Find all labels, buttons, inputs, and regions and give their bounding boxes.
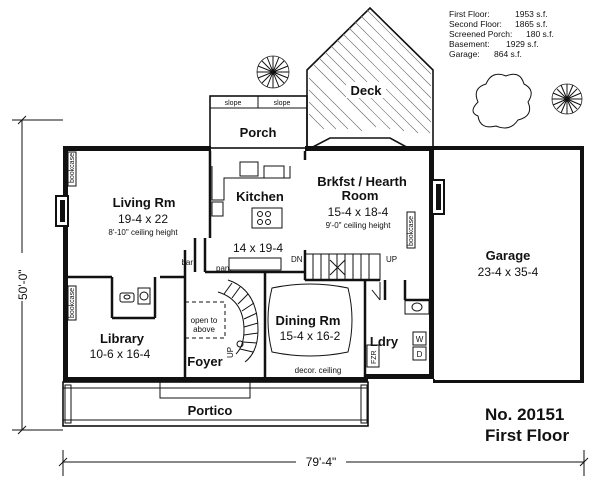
kitchen-size: 14 x 19-4 xyxy=(233,241,283,255)
foyer: Foyer xyxy=(187,354,222,369)
foyer-stair: open to above UP xyxy=(184,279,259,363)
garage-size: 23-4 x 35-4 xyxy=(478,265,539,279)
laundry-label: Ldry xyxy=(370,334,399,349)
breakfast-ceiling: 9'-0" ceiling height xyxy=(326,221,392,230)
sf-second-floor-value: 1865 s.f. xyxy=(515,19,548,29)
sf-second-floor-label: Second Floor: xyxy=(449,19,502,29)
fireplace-icon xyxy=(431,179,445,215)
foyer-label: Foyer xyxy=(187,354,222,369)
width-dimension-label: 79'-4" xyxy=(306,455,337,469)
library-size: 10-6 x 16-4 xyxy=(90,347,151,361)
dining-room-size: 15-4 x 16-2 xyxy=(280,329,341,343)
stairs-up-label: UP xyxy=(386,255,397,264)
breakfast-bookcase-label: bookcase xyxy=(408,216,415,246)
living-room: Living Rm 19-4 x 22 8'-10" ceiling heigh… xyxy=(108,195,178,237)
tree-icon xyxy=(256,55,290,89)
sf-garage-value: 864 s.f. xyxy=(494,49,522,59)
breakfast-size: 15-4 x 18-4 xyxy=(328,205,389,219)
kitchen: Kitchen 14 x 19-4 bar pan. xyxy=(181,161,291,273)
exterior-walls xyxy=(63,137,584,383)
foyer-stair-up-label: UP xyxy=(226,347,235,358)
bookcase: bookcase xyxy=(67,285,77,321)
library: Library 10-6 x 16-4 xyxy=(90,331,151,361)
library-bookcase-label: bookcase xyxy=(69,288,76,318)
sf-garage-label: Garage: xyxy=(449,49,480,59)
sf-first-floor-label: First Floor: xyxy=(449,9,490,19)
sf-basement-label: Basement: xyxy=(449,39,490,49)
open-to-above-line1: open to xyxy=(191,316,218,325)
basement-stairs: DN UP xyxy=(291,253,397,301)
living-room-size: 19-4 x 22 xyxy=(118,212,168,226)
square-footage-legend: First Floor: 1953 s.f. Second Floor: 186… xyxy=(449,9,554,59)
washer-label: W xyxy=(416,335,424,344)
garage: Garage 23-4 x 35-4 xyxy=(478,248,539,279)
sf-screened-porch-value: 180 s.f. xyxy=(526,29,554,39)
kitchen-label: Kitchen xyxy=(236,189,284,204)
pantry-label: pan. xyxy=(216,264,232,273)
portico-label: Portico xyxy=(188,403,233,418)
living-room-label: Living Rm xyxy=(113,195,176,210)
dining-room-label: Dining Rm xyxy=(276,313,341,328)
plan-number: No. 20151 xyxy=(485,405,564,424)
dining-room-ceiling: decor. ceiling xyxy=(295,366,342,375)
open-to-above-line2: above xyxy=(193,325,215,334)
bookcase: bookcase xyxy=(406,211,416,249)
deck: Deck xyxy=(306,6,434,149)
plan-title: No. 20151 First Floor xyxy=(485,405,569,445)
breakfast-hearth-room: Brkfst / Hearth Room 15-4 x 18-4 9'-0" c… xyxy=(317,174,407,230)
portico: Portico xyxy=(62,381,369,427)
porch-label: Porch xyxy=(240,125,277,140)
sf-basement-value: 1929 s.f. xyxy=(506,39,539,49)
sf-first-floor-value: 1953 s.f. xyxy=(515,9,548,19)
dining-room: Dining Rm 15-4 x 16-2 decor. ceiling xyxy=(267,283,353,375)
dimension-width: 79'-4" xyxy=(58,450,589,476)
porch-slope-left: slope xyxy=(225,100,242,107)
porch-slope-right: slope xyxy=(274,100,291,107)
dryer-label: D xyxy=(417,350,423,359)
breakfast-label-line1: Brkfst / Hearth xyxy=(317,174,407,189)
library-label: Library xyxy=(100,331,145,346)
garage-label: Garage xyxy=(486,248,531,263)
dimension-depth: 50'-0" xyxy=(12,115,63,435)
bookcase: bookcase xyxy=(67,151,77,187)
porch: slope slope Porch xyxy=(209,95,308,149)
fireplace-icon xyxy=(55,195,69,227)
bar-label: bar xyxy=(181,258,193,267)
shrub-icon xyxy=(472,73,532,129)
laundry: Ldry W D FZR xyxy=(366,299,430,368)
plan-floor: First Floor xyxy=(485,426,569,445)
sf-screened-porch-label: Screened Porch: xyxy=(449,29,512,39)
living-bookcase-label: bookcase xyxy=(69,153,76,183)
tree-icon xyxy=(551,83,583,115)
stairs-down-label: DN xyxy=(291,255,303,264)
living-room-ceiling: 8'-10" ceiling height xyxy=(108,228,178,237)
depth-dimension-label: 50'-0" xyxy=(16,269,30,300)
powder-room xyxy=(119,287,151,305)
freezer-label: FZR xyxy=(371,350,378,364)
breakfast-label-line2: Room xyxy=(342,188,379,203)
deck-label: Deck xyxy=(350,83,382,98)
